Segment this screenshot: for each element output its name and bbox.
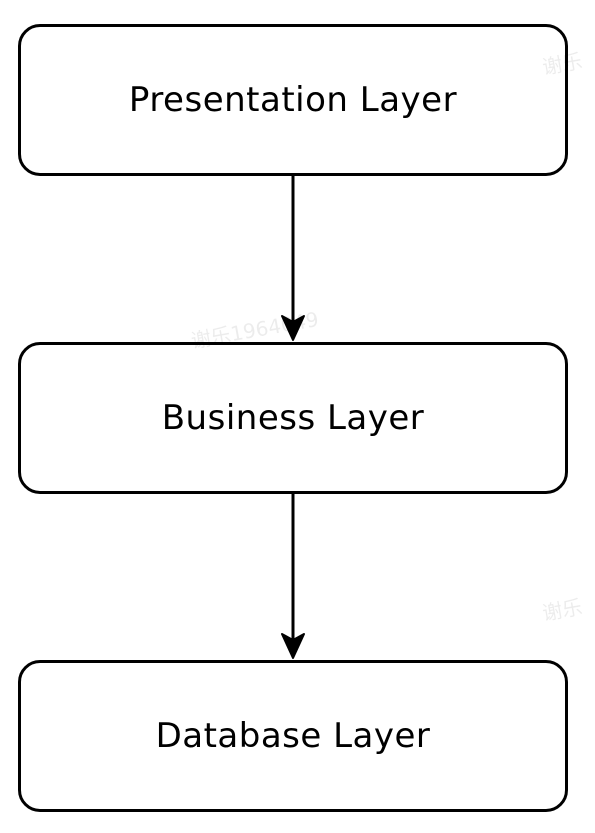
presentation-layer-box: Presentation Layer [18, 24, 568, 176]
watermark: 谢乐 [540, 48, 585, 80]
business-layer-box: Business Layer [18, 342, 568, 494]
presentation-layer-label: Presentation Layer [128, 80, 458, 120]
business-layer-label: Business Layer [161, 398, 425, 438]
watermark: 谢乐 [540, 594, 585, 626]
database-layer-label: Database Layer [155, 716, 431, 756]
database-layer-box: Database Layer [18, 660, 568, 812]
arrow-business-to-database [281, 494, 305, 659]
arrow-head-icon [281, 633, 305, 659]
